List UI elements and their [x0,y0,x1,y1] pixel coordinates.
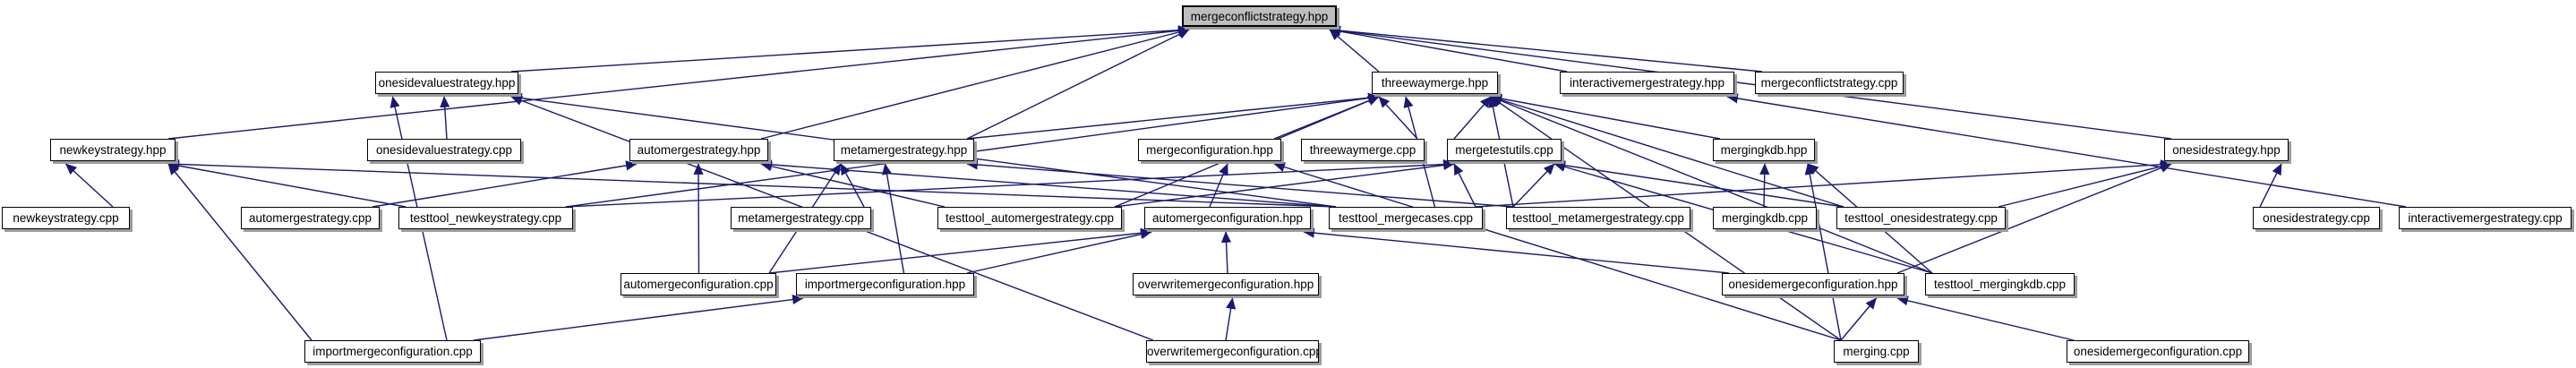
edge-interactivemergestrategy-hpp-to-mergeconflictstrategy-hpp [1329,26,1568,73]
graph-node-onesidestrategy-hpp[interactable]: onesidestrategy.hpp [2164,139,2289,161]
graph-node-interactivemergestrategy-hpp[interactable]: interactivemergestrategy.hpp [1560,72,1734,94]
graph-node-overwritemergeconfiguration-hpp[interactable]: overwritemergeconfiguration.hpp [1133,273,1319,295]
edge-overwritemergeconfiguration-cpp-to-overwritemergeconfiguration-hpp [1225,297,1237,341]
edge-testtool-automergestrategy-cpp-to-mergetestutils-cpp [1114,159,1455,208]
edge-testtool-metamergestrategy-cpp-to-metamergestrategy-hpp [966,159,1514,208]
graph-node-testtool-automergestrategy-cpp[interactable]: testtool_automergestrategy.cpp [937,207,1122,229]
graph-node-newkeystrategy-hpp[interactable]: newkeystrategy.hpp [50,139,175,161]
graph-node-onesidevaluestrategy-hpp[interactable]: onesidevaluestrategy.hpp [375,72,518,94]
edge-onesidemergeconfiguration-hpp-to-onesidestrategy-hpp [1896,163,2172,274]
edge-onesidemergeconfiguration-hpp-to-automergeconfiguration-hpp [1303,227,1730,274]
graph-node-testtool-metamergestrategy-cpp[interactable]: testtool_metamergestrategy.cpp [1506,207,1690,229]
edge-automergeconfiguration-hpp-to-mergeconfiguration-hpp [1209,163,1228,208]
graph-node-onesidemergeconfiguration-cpp[interactable]: onesidemergeconfiguration.cpp [2067,340,2249,363]
graph-node-threewaymerge-hpp[interactable]: threewaymerge.hpp [1372,72,1498,94]
graph-node-testtool-mergecases-cpp[interactable]: testtool_mergecases.cpp [1329,207,1483,229]
edge-testtool-newkeystrategy-cpp-to-mergetestutils-cpp [565,158,1455,208]
edge-threewaymerge-cpp-to-threewaymerge-hpp [1378,96,1418,140]
graph-node-mergeconflictstrategy-hpp[interactable]: mergeconflictstrategy.hpp [1182,5,1337,27]
edge-onesidevaluestrategy-cpp-to-onesidevaluestrategy-hpp [440,96,450,140]
graph-node-automergeconfiguration-cpp[interactable]: automergeconfiguration.cpp [620,273,776,295]
edge-testtool-onesidestrategy-cpp-to-threewaymerge-hpp [1490,95,1844,208]
edge-testtool-metamergestrategy-cpp-to-mergetestutils-cpp [1512,163,1555,208]
graph-node-onesidestrategy-cpp[interactable]: onesidestrategy.cpp [2253,207,2380,229]
graph-node-mergetestutils-cpp[interactable]: mergetestutils.cpp [1447,139,1562,161]
graph-node-testtool-mergingkdb-cpp[interactable]: testtool_mergingkdb.cpp [1925,273,2075,295]
edge-importmergeconfiguration-hpp-to-metamergestrategy-hpp [881,163,905,274]
edge-onesidemergeconfiguration-cpp-to-onesidemergeconfiguration-hpp [1896,295,2075,341]
graph-node-merging-cpp[interactable]: merging.cpp [1834,340,1919,363]
graph-node-automergestrategy-cpp[interactable]: automergestrategy.cpp [241,207,380,229]
graph-node-metamergestrategy-cpp[interactable]: metamergestrategy.cpp [731,207,871,229]
graph-node-threewaymerge-cpp[interactable]: threewaymerge.cpp [1301,139,1425,161]
edge-mergetestutils-cpp-to-threewaymerge-hpp [1453,96,1492,140]
edge-interactivemergestrategy-cpp-to-interactivemergestrategy-hpp [1726,93,2407,208]
edge-newkeystrategy-hpp-to-mergeconflictstrategy-hpp [167,25,1190,140]
edge-testtool-mergecases-cpp-to-automergestrategy-hpp [760,159,1337,208]
graph-node-onesidevaluestrategy-cpp[interactable]: onesidevaluestrategy.cpp [367,139,521,161]
graph-node-testtool-onesidestrategy-cpp[interactable]: testtool_onesidestrategy.cpp [1836,207,2006,229]
edge-testtool-mergecases-cpp-to-mergetestutils-cpp [1453,163,1476,208]
edge-testtool-newkeystrategy-cpp-to-newkeystrategy-hpp [167,160,407,208]
edge-onesidevaluestrategy-hpp-to-mergeconflictstrategy-hpp [510,25,1190,73]
edge-merging-cpp-to-mergeconfiguration-hpp [1273,162,1842,341]
graph-node-automergestrategy-hpp[interactable]: automergestrategy.hpp [629,139,768,161]
graph-node-importmergeconfiguration-cpp[interactable]: importmergeconfiguration.cpp [304,340,481,363]
edge-mergeconflictstrategy-cpp-to-mergeconflictstrategy-hpp [1329,25,1763,73]
edge-automergestrategy-cpp-to-automergestrategy-hpp [372,160,638,208]
graph-node-importmergeconfiguration-hpp[interactable]: importmergeconfiguration.hpp [796,273,974,295]
edge-importmergeconfiguration-cpp-to-importmergeconfiguration-hpp [473,294,804,341]
graph-node-onesidemergeconfiguration-hpp[interactable]: onesidemergeconfiguration.hpp [1722,273,1904,295]
graph-node-overwritemergeconfiguration-cpp[interactable]: overwritemergeconfiguration.cpp [1146,340,1319,363]
graph-node-interactivemergestrategy-cpp[interactable]: interactivemergestrategy.cpp [2399,207,2572,229]
edge-threewaymerge-hpp-to-mergeconflictstrategy-hpp [1329,29,1380,73]
edge-mergingkdb-hpp-to-threewaymerge-hpp [1490,93,1721,140]
edge-metamergestrategy-cpp-to-metamergestrategy-hpp [840,163,865,208]
edge-testtool-onesidestrategy-cpp-to-onesidestrategy-hpp [1998,161,2172,208]
edge-automergeconfiguration-cpp-to-automergestrategy-hpp [693,163,704,274]
graph-node-mergeconfiguration-hpp[interactable]: mergeconfiguration.hpp [1138,139,1281,161]
edge-merging-cpp-to-onesidemergeconfiguration-hpp [1840,297,1878,341]
graph-node-mergingkdb-cpp[interactable]: mergingkdb.cpp [1713,207,1817,229]
edge-mergingkdb-cpp-to-mergingkdb-hpp [1759,163,1770,208]
edge-testtool-onesidestrategy-cpp-to-mergetestutils-cpp [1553,160,1844,208]
graph-node-testtool-newkeystrategy-cpp[interactable]: testtool_newkeystrategy.cpp [398,207,573,229]
edge-newkeystrategy-cpp-to-newkeystrategy-hpp [64,163,114,208]
edge-testtool-mergecases-cpp-to-newkeystrategy-hpp [167,158,1337,208]
graph-node-metamergestrategy-hpp[interactable]: metamergestrategy.hpp [834,139,974,161]
edge-onesidestrategy-hpp-to-mergeconflictstrategy-hpp [1329,25,2172,140]
edge-overwritemergeconfiguration-hpp-to-automergeconfiguration-hpp [1220,231,1232,274]
graph-node-automergeconfiguration-hpp[interactable]: automergeconfiguration.hpp [1144,207,1311,229]
edge-testtool-mergingkdb-cpp-to-threewaymerge-hpp [1490,96,1933,274]
graph-node-mergingkdb-hpp[interactable]: mergingkdb.hpp [1713,139,1815,161]
graph-node-newkeystrategy-cpp[interactable]: newkeystrategy.cpp [2,207,130,229]
edge-importmergeconfiguration-hpp-to-automergeconfiguration-hpp [966,229,1152,274]
edge-merging-cpp-to-mergingkdb-hpp [1804,163,1842,341]
graph-node-mergeconflictstrategy-cpp[interactable]: mergeconflictstrategy.cpp [1755,72,1904,94]
edge-importmergeconfiguration-cpp-to-newkeystrategy-hpp [167,163,312,341]
edge-automergestrategy-hpp-to-mergeconflictstrategy-hpp [760,27,1190,140]
edge-metamergestrategy-hpp-to-mergeconflictstrategy-hpp [966,29,1190,140]
edge-automergeconfiguration-cpp-to-automergeconfiguration-hpp [768,227,1152,274]
edge-testtool-mergecases-cpp-to-onesidestrategy-hpp [1475,159,2172,208]
edge-metamergestrategy-hpp-to-threewaymerge-hpp [966,92,1380,140]
